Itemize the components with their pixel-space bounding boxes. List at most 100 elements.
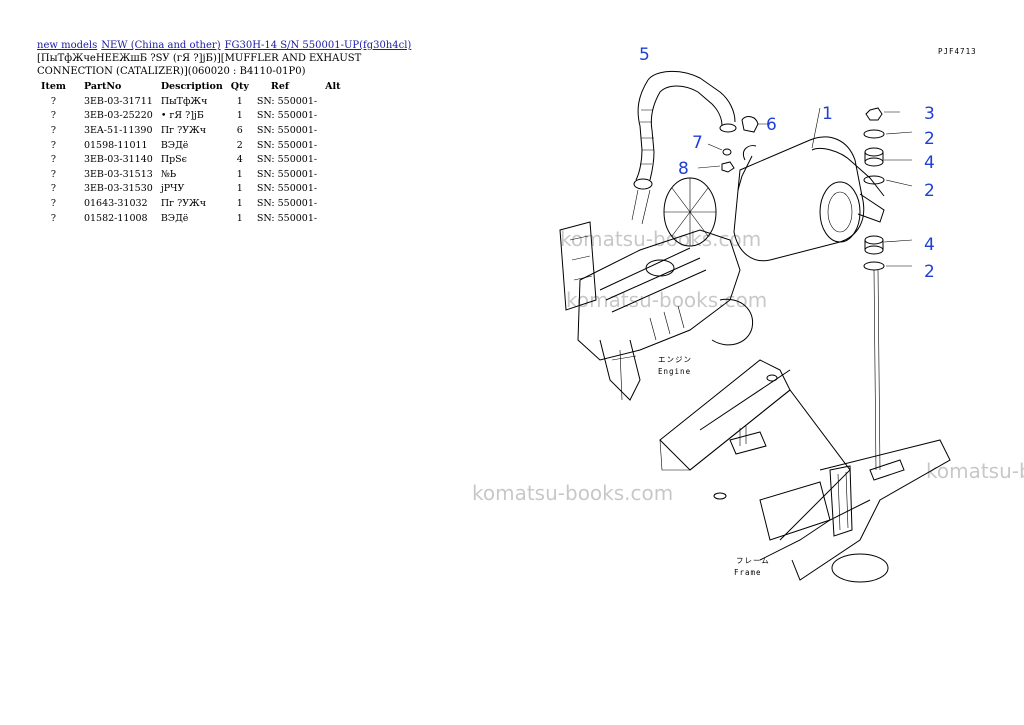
cell-alt xyxy=(321,123,344,138)
engine-label-jp: エンジン xyxy=(658,355,692,364)
cell-item: ? xyxy=(50,183,57,195)
cell-item: ? xyxy=(50,168,57,180)
cell-partno: 3EB-03-31140 xyxy=(83,154,153,166)
cell-description: №Ь xyxy=(160,168,177,180)
callout-2b: 2 xyxy=(924,181,935,201)
cell-alt xyxy=(321,196,344,211)
cell-qty: 1 xyxy=(236,183,243,195)
col-ref: Ref xyxy=(270,80,289,92)
mount-hardware xyxy=(863,107,885,471)
cell-ref: SN: 550001- xyxy=(256,168,318,180)
breadcrumb-link-model[interactable]: FG30H-14 S/N 550001-UP(fg30h4cl) xyxy=(224,40,412,51)
callout-2a: 2 xyxy=(924,129,935,149)
cell-description: ПыТфЖч xyxy=(160,95,208,107)
cell-qty: 1 xyxy=(236,110,243,122)
watermark: komatsu-books.com xyxy=(566,288,767,312)
callout-4b: 4 xyxy=(924,235,935,255)
cell-ref: SN: 550001- xyxy=(256,197,318,209)
watermark: komatsu-books.com xyxy=(926,459,1024,483)
cell-qty: 2 xyxy=(236,139,243,151)
cell-description: • гЯ ?]jБ xyxy=(160,110,204,122)
callout-2c: 2 xyxy=(924,262,935,282)
breadcrumb-link-new-china[interactable]: NEW (China and other) xyxy=(101,40,221,51)
cell-item: ? xyxy=(50,110,57,122)
table-row: ? 01643-31032 Пг ?УЖч 1 SN: 550001- xyxy=(37,196,344,211)
cell-ref: SN: 550001- xyxy=(256,183,318,195)
cell-ref: SN: 550001- xyxy=(256,95,318,107)
cell-item: ? xyxy=(50,139,57,151)
cell-qty: 4 xyxy=(236,154,243,166)
cell-alt xyxy=(321,109,344,124)
callout-4a: 4 xyxy=(924,153,935,173)
col-alt: Alt xyxy=(325,80,341,92)
cell-item: ? xyxy=(50,124,57,136)
col-description: Description xyxy=(160,80,223,92)
cell-partno: 3EB-03-31711 xyxy=(83,95,153,107)
diagram-code: PJF4713 xyxy=(938,47,977,56)
callout-1: 1 xyxy=(822,104,833,124)
cell-alt xyxy=(321,94,344,109)
cell-alt xyxy=(321,182,344,197)
cell-description: ВЭДё xyxy=(160,212,189,224)
cell-partno: 01598-11011 xyxy=(83,139,148,151)
cell-ref: SN: 550001- xyxy=(256,139,318,151)
col-qty: Qty xyxy=(230,80,249,92)
table-header-row: Item PartNo Description Qty Ref Alt xyxy=(37,79,344,94)
col-partno: PartNo xyxy=(83,80,122,92)
cell-qty: 6 xyxy=(236,124,243,136)
cell-item: ? xyxy=(50,212,57,224)
table-row: ? 3EB-03-31513 №Ь 1 SN: 550001- xyxy=(37,167,344,182)
table-row: ? 3EB-03-31140 ПрЅє 4 SN: 550001- xyxy=(37,152,344,167)
cell-ref: SN: 550001- xyxy=(256,110,318,122)
cell-partno: 3EB-03-31530 xyxy=(83,183,153,195)
table-row: ? 01598-11011 ВЭДё 2 SN: 550001- xyxy=(37,138,344,153)
table-row: ? 01582-11008 ВЭДё 1 SN: 550001- xyxy=(37,211,344,226)
callout-8: 8 xyxy=(678,159,689,179)
table-row: ? 3EB-03-31711 ПыТфЖч 1 SN: 550001- xyxy=(37,94,344,109)
parts-table: Item PartNo Description Qty Ref Alt ? 3E… xyxy=(37,79,344,225)
cell-description: Пг ?УЖч xyxy=(160,124,207,136)
exhaust-pipe xyxy=(631,71,737,225)
cell-ref: SN: 550001- xyxy=(256,212,318,224)
breadcrumb-link-new-models[interactable]: new models xyxy=(37,40,98,51)
callout-7: 7 xyxy=(692,133,703,153)
cell-description: ВЭДё xyxy=(160,139,189,151)
watermark: komatsu-books.com xyxy=(472,481,674,505)
frame xyxy=(659,359,951,583)
cell-alt xyxy=(321,167,344,182)
cell-partno: 3EA-51-11390 xyxy=(83,124,153,136)
cell-item: ? xyxy=(50,95,57,107)
cell-partno: 3EB-03-25220 xyxy=(83,110,153,122)
cell-qty: 1 xyxy=(236,197,243,209)
cell-partno: 01582-11008 xyxy=(83,212,148,224)
callout-5: 5 xyxy=(639,45,650,65)
watermark: komatsu-books.com xyxy=(560,227,761,251)
cell-qty: 1 xyxy=(236,168,243,180)
clamp-parts xyxy=(697,107,913,267)
muffler xyxy=(733,136,885,262)
engine-label: Engine xyxy=(658,367,691,376)
callout-3: 3 xyxy=(924,104,935,124)
cell-ref: SN: 550001- xyxy=(256,154,318,166)
engine xyxy=(559,177,754,401)
cell-ref: SN: 550001- xyxy=(256,124,318,136)
cell-qty: 1 xyxy=(236,212,243,224)
page-title: [ПыТфЖчеНЕЕЖшБ ?SУ (гЯ ?]jБ)][MUFFLER AN… xyxy=(37,53,362,77)
cell-partno: 3EB-03-31513 xyxy=(83,168,153,180)
cell-alt xyxy=(321,152,344,167)
cell-alt xyxy=(321,211,344,226)
cell-qty: 1 xyxy=(236,95,243,107)
frame-label: Frame xyxy=(734,568,762,577)
cell-partno: 01643-31032 xyxy=(83,197,148,209)
cell-description: ПрЅє xyxy=(160,154,188,166)
table-row: ? 3EB-03-31530 jРЧУ 1 SN: 550001- xyxy=(37,182,344,197)
cell-description: jРЧУ xyxy=(160,183,185,195)
cell-item: ? xyxy=(50,154,57,166)
callout-6: 6 xyxy=(766,115,777,135)
cell-description: Пг ?УЖч xyxy=(160,197,207,209)
col-item: Item xyxy=(41,80,66,92)
cell-item: ? xyxy=(50,197,57,209)
cell-alt xyxy=(321,138,344,153)
table-row: ? 3EB-03-25220 • гЯ ?]jБ 1 SN: 550001- xyxy=(37,109,344,124)
